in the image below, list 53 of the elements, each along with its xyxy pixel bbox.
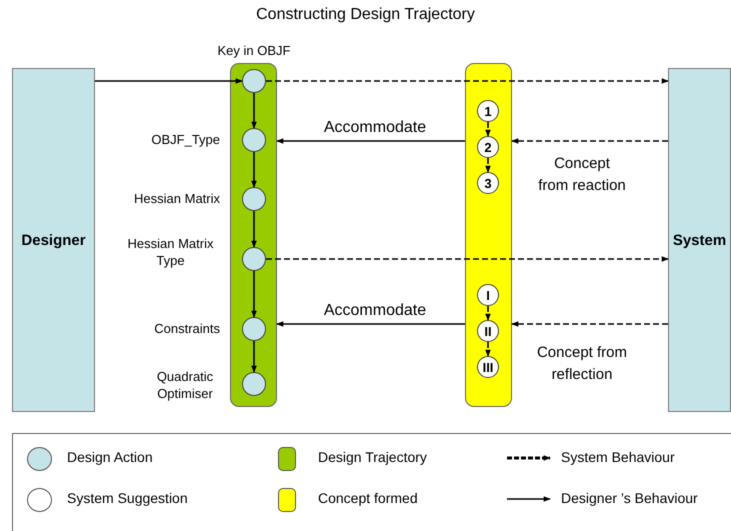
step-number: 2: [484, 140, 492, 154]
arrow: [95, 78, 243, 84]
actor-box: [668, 68, 731, 412]
arrow: [251, 211, 257, 248]
step-number: 1: [484, 104, 492, 118]
suggestion-circle: [477, 320, 499, 342]
arrow: [251, 152, 257, 188]
suggestion-circle: [477, 136, 499, 158]
design-action-circle: [242, 128, 266, 152]
design-trajectory-bar: [230, 63, 277, 407]
arrow: [251, 93, 257, 129]
concept-bar: [465, 63, 512, 407]
design-action-circle: [242, 187, 266, 211]
step-number: 3: [484, 176, 492, 190]
design-action-circle: [242, 247, 266, 271]
arrow: [485, 122, 491, 137]
actor-box: [12, 68, 95, 412]
arrow: [511, 138, 668, 144]
arrow: [276, 321, 465, 327]
step-label: Quadratic Optimiser: [156, 368, 214, 402]
step-label: Hessian Matrix Type: [126, 235, 214, 269]
legend-label: Design Action: [67, 449, 153, 466]
arrow: [251, 271, 257, 318]
legend-label: Design Trajectory: [318, 449, 427, 466]
actor-label: System: [672, 232, 726, 248]
step-label: Constraints: [153, 320, 220, 337]
step-label: OBJF_Type: [150, 131, 220, 148]
suggestion-circle: [477, 100, 499, 122]
legend-label: System Suggestion: [67, 490, 188, 507]
arrow: [251, 341, 257, 373]
diagram-title: Constructing Design Trajectory: [255, 6, 476, 23]
legend-label: System Behaviour: [561, 449, 675, 466]
legend-label: Concept formed: [318, 490, 418, 507]
suggestion-circle: [477, 172, 499, 194]
arrow: [485, 306, 491, 321]
step-label: Hessian Matrix: [133, 190, 220, 207]
design-action-circle: [242, 69, 266, 93]
legend-label: Designer ’s Behaviour: [561, 490, 698, 507]
arrow: [485, 158, 491, 173]
suggestion-circle: [477, 356, 499, 378]
step-label: Key in OBJF: [216, 42, 292, 59]
design-action-circle: [242, 372, 266, 396]
arrow: [485, 342, 491, 357]
step-number: I: [486, 288, 490, 302]
arrow: [266, 78, 669, 84]
arrow: [276, 138, 465, 144]
step-number: II: [484, 324, 492, 338]
design-action-circle: [242, 317, 266, 341]
arrow: [511, 321, 668, 327]
step-number: III: [482, 360, 494, 374]
actor-label: Designer: [21, 232, 86, 248]
arrow: [266, 256, 669, 262]
suggestion-circle: [477, 284, 499, 306]
